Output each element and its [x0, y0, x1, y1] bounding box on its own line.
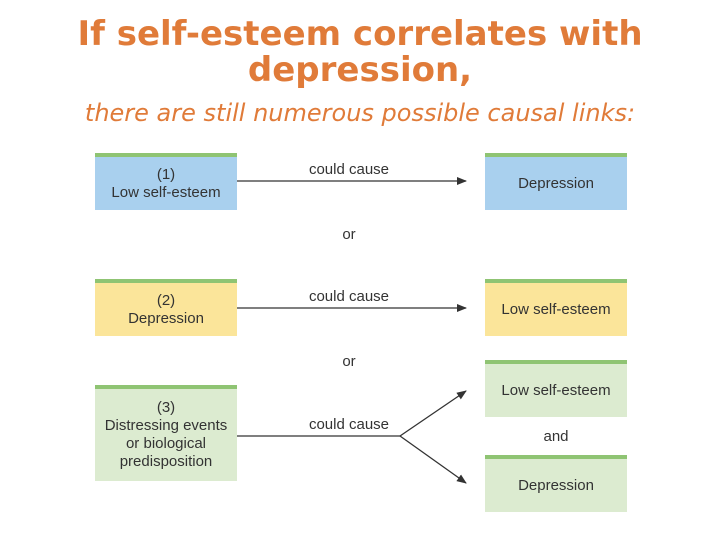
row3-right-bottom-label: Depression [518, 476, 594, 494]
row3-arrow-up [399, 390, 467, 437]
title-line-2: depression, [247, 50, 473, 90]
row2-link-label: could cause [308, 288, 390, 305]
row2-left-label: Depression [128, 309, 204, 327]
row3-left-line-2: or biological [125, 435, 207, 452]
row3-link-label: could cause [308, 416, 390, 433]
row1-number: (1) [156, 165, 176, 183]
row1-right-box: Depression [485, 153, 627, 210]
row3-arrow-down [399, 435, 467, 484]
row3-right-top-box: Low self-esteem [485, 360, 627, 417]
row3-joiner-and: and [543, 428, 569, 445]
row3-left-line-3: predisposition [119, 453, 213, 470]
row3-number: (3) [156, 399, 176, 416]
row1-right-label: Depression [518, 174, 594, 192]
row1-left-label: Low self-esteem [111, 183, 221, 201]
row3-right-bottom-box: Depression [485, 455, 627, 512]
row3-left-line-1: Distressing events [104, 417, 228, 434]
row2-right-label: Low self-esteem [501, 300, 611, 318]
row2-right-box: Low self-esteem [485, 279, 627, 336]
row3-left-box: (3) Distressing events or biological pre… [95, 385, 237, 481]
row1-link-label: could cause [308, 161, 390, 178]
row3-right-top-label: Low self-esteem [501, 381, 611, 399]
separator-or-2: or [342, 353, 356, 370]
subtitle: there are still numerous possible causal… [84, 99, 636, 127]
row2-left-box: (2) Depression [95, 279, 237, 336]
separator-or-1: or [342, 226, 356, 243]
row2-number: (2) [156, 291, 176, 309]
title-line-1: If self-esteem correlates with [77, 14, 643, 54]
row1-left-box: (1) Low self-esteem [95, 153, 237, 210]
